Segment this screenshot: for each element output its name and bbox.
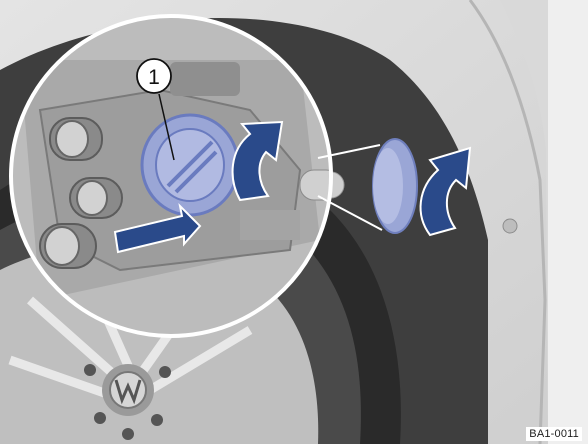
callout-number: 1 <box>148 66 160 89</box>
figure-reference-code: BA1-0011 <box>526 427 582 441</box>
background-right <box>548 0 588 444</box>
lamp-cap <box>142 115 238 215</box>
body-plug-hole <box>503 219 517 233</box>
